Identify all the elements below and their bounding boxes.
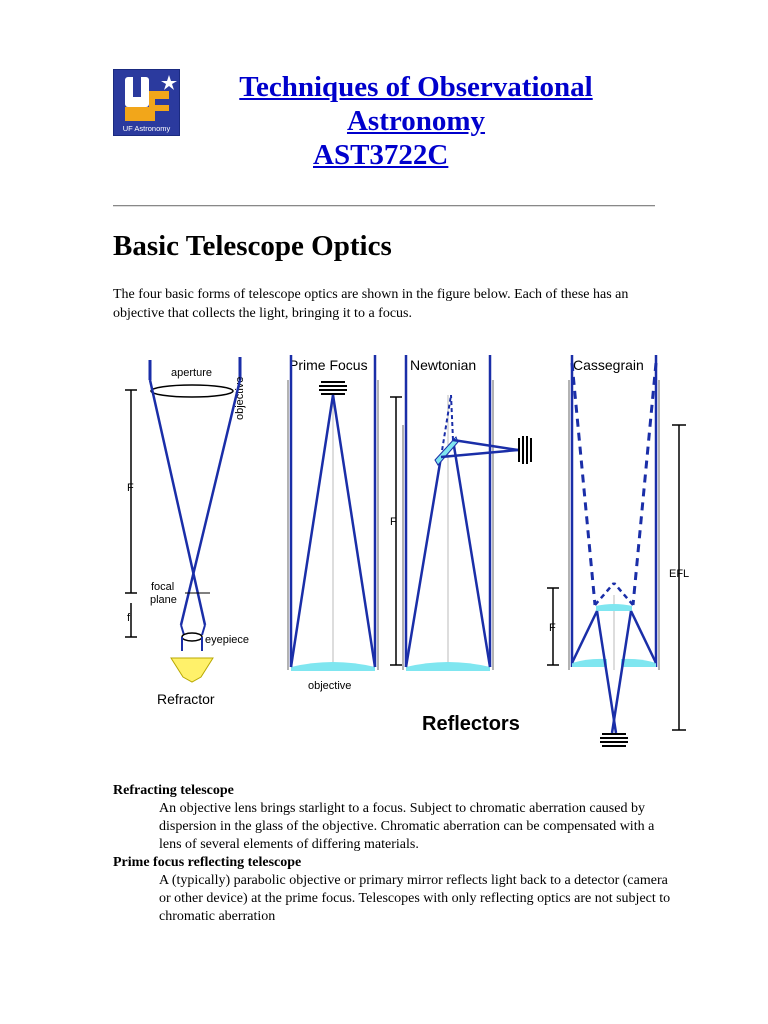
horizontal-divider (113, 205, 655, 207)
reflectors-label: Reflectors (422, 713, 520, 735)
cassegrain-detector-icon (600, 733, 628, 747)
logo-label: UF Astronomy (123, 124, 171, 133)
title-link-line2[interactable]: Astronomy (346, 105, 486, 137)
cassegrain-label: Cassegrain (573, 357, 644, 373)
eyepiece-label: eyepiece (205, 634, 249, 646)
intro-paragraph: The four basic forms of telescope optics… (113, 287, 629, 321)
desc-refracting: An objective lens brings starlight to a … (159, 801, 655, 852)
refractor-small-f-label: f (127, 612, 131, 624)
star-icon (161, 75, 177, 90)
cassegrain-primary-left (572, 658, 607, 667)
primary-mirror (291, 662, 375, 671)
objective-lens (150, 384, 234, 398)
refractor-label: Refractor (157, 691, 215, 707)
newtonian-diagram: Newtonian (402, 355, 532, 671)
newtonian-primary-mirror (406, 662, 490, 671)
prime-f-label: F (390, 516, 397, 528)
aperture-label: aperture (171, 367, 212, 379)
cassegrain-secondary-mirror (596, 604, 632, 611)
newtonian-detector-icon (518, 436, 532, 464)
newtonian-label: Newtonian (410, 357, 476, 373)
title-link-line1[interactable]: Techniques of Observational (239, 71, 593, 103)
cassegrain-f-label: F (549, 622, 556, 634)
refractor-diagram: aperture objective eyepiece Refractor F … (125, 357, 249, 707)
eye-icon (170, 657, 214, 683)
section-heading: Basic Telescope Optics (113, 230, 392, 262)
efl-label: EFL (669, 568, 689, 580)
term-refracting: Refracting telescope (113, 783, 234, 798)
course-code-link[interactable]: AST3722C (313, 139, 449, 171)
focal-label: focal (151, 581, 174, 593)
desc-prime-focus: A (typically) parabolic objective or pri… (159, 873, 671, 924)
definition-list: Refracting telescope An objective lens b… (113, 782, 673, 926)
plane-label: plane (150, 594, 177, 606)
page-title: Techniques of Observational Astronomy AS… (200, 70, 632, 172)
objective-bottom-label: objective (308, 680, 351, 692)
cassegrain-diagram: Cassegrain (547, 355, 689, 747)
refractor-f-label: F (127, 482, 134, 494)
telescope-optics-figure: aperture objective eyepiece Refractor F … (125, 355, 689, 747)
prime-focus-diagram: Prime Focus objective F (287, 355, 402, 692)
prime-focus-label: Prime Focus (289, 357, 368, 373)
eyepiece-lens (181, 632, 203, 642)
cassegrain-primary-right (621, 658, 656, 667)
uf-astronomy-logo: UF Astronomy (113, 69, 180, 136)
detector-icon (319, 381, 347, 395)
term-prime-focus: Prime focus reflecting telescope (113, 855, 302, 870)
